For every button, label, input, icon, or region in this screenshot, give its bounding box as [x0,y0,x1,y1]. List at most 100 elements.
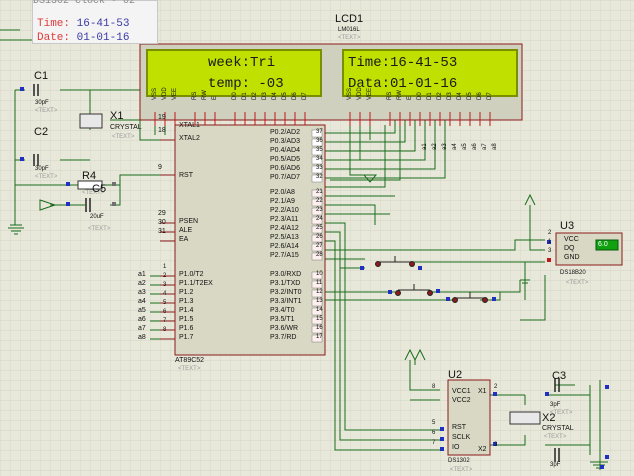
status-time-row: Time: 16-41-53 [37,17,157,31]
mcu-pin-num-11: 11 [316,280,323,286]
p1-pin-7: P1.7 [179,334,194,341]
lcd2-pin-rs: RS [387,91,393,100]
mcu-pin-p3-7-rd: P3.7/RD [270,334,297,341]
lcd-pins [154,112,491,126]
push-switches[interactable] [375,256,488,303]
r4-resistor[interactable] [77,180,103,190]
x2-crystal[interactable] [509,411,541,425]
p1-net-a2: a2 [138,280,146,287]
x1-text: <TEXT> [112,134,135,140]
x1-crystal[interactable] [79,113,103,129]
mcu-pin-num-12: 12 [316,289,323,295]
mcu-pin-num-18: 18 [158,127,166,134]
p1-net-a1: a1 [138,271,146,278]
mcu-pin-num-9: 9 [158,164,162,171]
u2-part: DS1302 [448,458,470,464]
u2-pin-x1: X1 [478,388,487,395]
mcu-pin-num-29: 29 [158,210,166,217]
p1-pin-5: P1.5 [179,316,194,323]
u2-pin-vcc2: VCC2 [452,397,471,404]
p1-pin-2: P1.2 [179,289,194,296]
mcu-pin-num-21: 21 [316,189,323,195]
mcu-pin-p0-4-ad4: P0.4/AD4 [270,147,300,154]
mcu-body [174,124,326,356]
mcu-pin-p3-4-t0: P3.4/T0 [270,307,295,314]
mcu-pin-p2-1-a9: P2.1/A9 [270,198,295,205]
lcd2-pin-d3: D3 [447,92,453,100]
r4-ref: R4 [82,170,97,182]
p1-pin-4: P1.4 [179,307,194,314]
r4-text: <TEXT> [82,190,105,196]
x1-val: CRYSTAL [110,124,142,131]
lcd-net-a3: a3 [442,143,448,150]
c2-ref: C2 [34,126,49,138]
lcd-screen-left: week:Tri temp: -03 [146,49,322,97]
u2-pin-rst: RST [452,424,466,431]
mcu-pin-num-31: 31 [158,228,166,235]
status-date-value: 01-01-16 [76,32,130,44]
mcu-pin-p3-5-t1: P3.5/T1 [270,316,295,323]
p1-net-a6: a6 [138,316,146,323]
p1-num-3: 3 [163,282,167,288]
mcu-pin-num-37: 37 [316,129,323,135]
mcu-pin-stubs [160,139,175,340]
c5-ref: C5 [92,183,107,195]
lcd2-pin-vdd: VDD [357,87,363,100]
mcu-pin-xtal1: XTAL1 [179,122,200,129]
lcd-left-line1: week:Tri [208,55,276,71]
lcd-left-line2: temp: -03 [208,76,284,92]
lcd-pin-d1: D1 [242,92,248,100]
p1-net-a7: a7 [138,325,146,332]
clock-status-panel: DS1302 clock - 02 Time: 16-41-53 Date: 0… [32,0,158,44]
p1-num-5: 5 [163,300,167,306]
u3-pin-dq: DQ [564,245,575,252]
mcu-pin-p0-3-ad3: P0.3/AD3 [270,138,300,145]
lcd-net-a8: a8 [492,143,498,150]
c1-val: 30pF [35,100,49,106]
lcd-net-a2: a2 [432,143,438,150]
mcu-pin-num-25: 25 [316,225,323,231]
mcu-pin-num-32: 32 [316,174,323,180]
c3-val: 3pF [550,402,561,408]
mcu-pin-num-17: 17 [316,334,323,340]
mcu-pin-ea: EA [179,236,189,243]
mcu-pin-p0-7-ad7: P0.7/AD7 [270,174,300,181]
mcu-pin-p0-5-ad5: P0.5/AD5 [270,156,300,163]
x2-val: CRYSTAL [542,425,574,432]
ground-symbols [8,174,608,469]
u2-body[interactable] [447,379,491,456]
lcd2-pin-d4: D4 [457,92,463,100]
lcd2-pin-vss: VSS [347,87,353,100]
mcu-text-placeholder: <TEXT> [178,366,201,372]
u2-pin-num-6: 6 [432,430,436,436]
c2-val: 30pF [35,166,49,172]
c4-val: 3pF [550,462,561,468]
lcd2-pin-rw: RW [397,90,403,100]
c1-ref: C1 [34,70,49,82]
status-time-value: 16-41-53 [76,18,130,30]
p1-num-8: 8 [163,327,167,333]
u3-ref: U3 [560,220,575,232]
mcu-pin-p3-1-txd: P3.1/TXD [270,280,301,287]
mcu-pin-num-33: 33 [316,165,323,171]
p1-net-a8: a8 [138,334,146,341]
u2-pin-num-5: 5 [432,420,436,426]
lcd-pin-d5: D5 [282,92,288,100]
mcu-pin-ale: ALE [179,227,193,234]
c1-text: <TEXT> [35,108,58,114]
mcu-pin-p2-0-a8: P2.0/A8 [270,189,295,196]
lcd-pin-d3: D3 [262,92,268,100]
lcd-pin-rw: RW [202,90,208,100]
mcu-pin-p3-0-rxd: P3.0/RXD [270,271,302,278]
p1-num-4: 4 [163,291,167,297]
u3-pin-gnd: GND [564,254,580,261]
c3-text: <TEXT> [550,410,573,416]
lcd-pin-vee: VEE [172,87,178,100]
u3-part: DS18B20 [560,270,586,276]
c2-text: <TEXT> [35,174,58,180]
power-arrows [404,193,536,361]
p1-net-a5: a5 [138,307,146,314]
x2-ref: X2 [542,412,556,424]
lcd-net-a6: a6 [472,143,478,150]
mcu-pin-num-26: 26 [316,234,323,240]
